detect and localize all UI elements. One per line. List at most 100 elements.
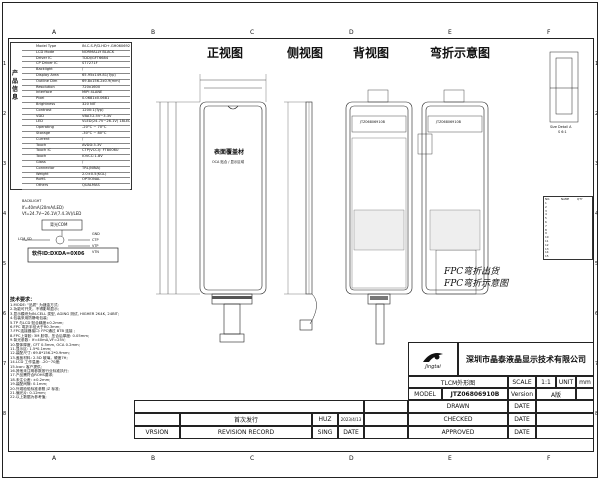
spec-row: Weight 2.0±0.5(KGL) xyxy=(22,172,130,179)
revision-date: 2023/4/13 xyxy=(338,413,364,426)
spec-value: QUALMAS xyxy=(82,183,100,188)
fpc-label-2: FPC弯折示意图 xyxy=(444,279,509,289)
drawn-date-value xyxy=(536,400,594,413)
revision-row-text: 首次发行 xyxy=(180,413,312,426)
spec-key: Model Type xyxy=(36,44,57,48)
spec-row: Backlight/ xyxy=(22,67,130,74)
spec-value: / xyxy=(82,160,84,164)
column-label: E xyxy=(448,455,452,462)
ref-table-header: NO. xyxy=(545,198,551,201)
note-line: 12.装配尺寸: 69.8*156.2*0.9mm; xyxy=(10,351,70,356)
row-label: 6 xyxy=(595,311,599,317)
spec-key: Storage xyxy=(36,131,51,135)
spec-key: Driver IC xyxy=(36,55,52,60)
circuit-box-label: 背光COM xyxy=(50,222,68,227)
checked-label: CHECKED xyxy=(408,413,508,426)
ref-table-row: 4 xyxy=(545,213,547,217)
row-label: 4 xyxy=(595,211,599,217)
right-ref-table xyxy=(543,196,593,260)
column-label: F xyxy=(547,455,551,462)
spec-value: 0.0681x0.0681 xyxy=(82,96,110,101)
revision-row-blank xyxy=(134,400,364,413)
approved-date-label: DATE xyxy=(508,426,536,439)
spec-key: Brightness xyxy=(36,102,56,106)
spec-key: Weight xyxy=(36,171,49,176)
row-label: 8 xyxy=(595,411,599,417)
ref-table-row: 6 xyxy=(545,221,547,224)
spec-value: -20°C ~ 70°C xyxy=(82,125,107,130)
bend-view-drawing xyxy=(417,89,489,295)
approved-date-value xyxy=(536,426,594,439)
spec-key: Glass xyxy=(36,160,46,164)
note-line: 15.Icon: 客户提供; xyxy=(10,364,42,369)
ref-table-row: 3 xyxy=(545,209,547,213)
circuit-text-1: If=40mA(20mA/LED) xyxy=(22,205,64,210)
ref-table-row: 9 xyxy=(545,232,547,236)
row-label: 1 xyxy=(3,61,7,67)
note-line: 8.FPC上背胶: 3M 胶带，压合后厚度: 0.05mm; xyxy=(10,333,90,338)
spec-key: Current xyxy=(36,136,50,141)
column-label: D xyxy=(349,455,354,462)
row-label: 1 xyxy=(595,61,599,67)
note-line: 2.功能可开关，不得影响显示; xyxy=(10,307,60,312)
note-line: 22.以上数据为参考值; xyxy=(10,395,47,400)
bend-view-title: 弯折示意图 xyxy=(430,46,491,60)
spec-row: Operating-20°C ~ 70°C xyxy=(22,125,130,132)
ref-table-row: 13 xyxy=(545,247,549,251)
ref-table-header: NAME xyxy=(561,198,570,201)
note-line: 20.外观检验标准参照 JZ 标准; xyxy=(10,386,60,391)
note-line: 13.盖板材料: 2.5D 玻璃，硬度7H; xyxy=(10,355,68,360)
revision-date-col: DATE xyxy=(338,426,364,439)
spec-key: Display Area xyxy=(36,73,59,77)
column-label: B xyxy=(151,29,156,36)
ref-table-row: 2 xyxy=(545,205,547,209)
revision-side-3 xyxy=(364,426,408,439)
back-label: JTZ06806910B xyxy=(360,120,385,124)
spec-value: 2.0±0.5(KGL) xyxy=(82,171,107,176)
spec-value: ST7271F xyxy=(82,61,98,66)
ref-table-row: 15 xyxy=(545,255,549,259)
spec-value: TDDI/GFT6684 xyxy=(82,55,109,60)
column-label: D xyxy=(349,29,354,36)
ref-table-row: 5 xyxy=(545,217,547,221)
backlight-label: BACKLIGHT xyxy=(22,199,42,203)
spec-key: Interface xyxy=(36,90,53,95)
column-label: C xyxy=(250,455,255,462)
vtp-label: VTP xyxy=(92,244,99,248)
spec-row: Driver IC TDDI/GFT6684 xyxy=(22,56,130,63)
note-line: 17.产品需符合ROHS要求; xyxy=(10,373,54,378)
ref-table-row: 11 xyxy=(545,240,549,243)
spec-key: Resolution xyxy=(36,84,55,89)
version-value: A版 xyxy=(536,388,576,400)
ref-table-row: 10 xyxy=(545,236,549,240)
spec-value: CTP(VCCI): FT8006U xyxy=(82,148,119,153)
model-value: JTZ06806910B xyxy=(442,388,508,400)
spec-key: Others xyxy=(36,183,49,188)
spec-key: VDD xyxy=(36,113,44,118)
spec-key: Touch xyxy=(36,142,47,147)
row-label: 7 xyxy=(3,361,7,367)
scale-label: SCALE xyxy=(508,376,536,388)
fpc-label-1: FPC弯折出货 xyxy=(444,267,500,277)
spec-row: Storage-30°C ~ 80°C xyxy=(22,131,130,138)
logo-text: Jingtai xyxy=(425,364,441,370)
front-center-sub: OCA 贴合 / 显示区域 xyxy=(212,160,245,164)
unit-value: mm xyxy=(576,376,594,388)
software-id: 软件ID:DXDA=0X06 xyxy=(32,251,85,257)
revision-side-1 xyxy=(364,400,408,413)
note-line: 18.未注公差: ±0.2mm; xyxy=(10,377,51,382)
back-view-title: 背视图 xyxy=(353,46,390,60)
spec-value: IN.C.S.P/D.HD+.GH06069206-F xyxy=(82,44,130,48)
column-label: F xyxy=(547,29,551,36)
company-name: 深圳市晶泰液晶显示技术有限公司 xyxy=(458,342,594,376)
row-label: 3 xyxy=(595,161,599,167)
row-label: 3 xyxy=(3,161,7,167)
spec-key: Touch xyxy=(36,154,47,159)
lcd-sd-label: LCM_SD xyxy=(18,237,32,241)
